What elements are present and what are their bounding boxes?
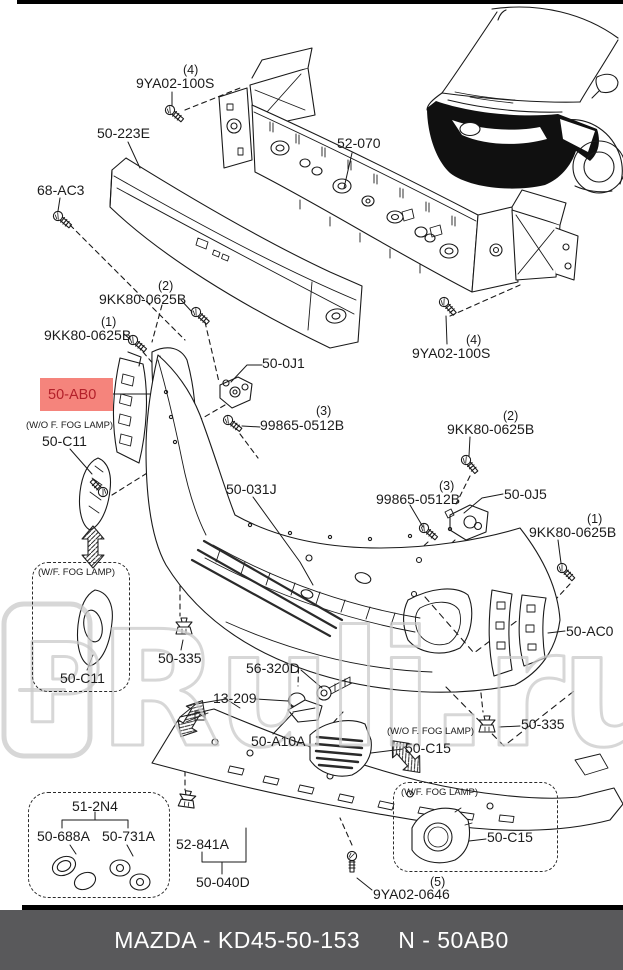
qty-9kk80-right-2: (2): [503, 409, 519, 423]
note-wo-fog-lamp-left: (W/O F. FOG LAMP): [26, 420, 114, 431]
note-wo-fog-lamp-right: (W/O F. FOG LAMP): [387, 726, 475, 737]
part-label-99865-left: 99865-0512B: [260, 417, 345, 433]
part-label-9ya02-100s-right: 9YA02-100S: [412, 345, 491, 361]
screw-9kk80-right-1: [554, 560, 578, 584]
part-label-68-ac3: 68-AC3: [37, 182, 85, 198]
part-label-50-0j1: 50-0J1: [262, 355, 305, 371]
part-label-50-031j: 50-031J: [226, 481, 277, 497]
part-label-9ya02-100s-left: 9YA02-100S: [136, 75, 215, 91]
sensor-50-0j5: [444, 504, 489, 541]
option-box-wf-fog-lamp-right: [393, 782, 558, 872]
part-label-52-841a: 52-841A: [176, 836, 229, 852]
qty-99865-left: (3): [316, 404, 332, 418]
part-label-9kk80-right-2: 9KK80-0625B: [447, 421, 535, 437]
part-label-50-335-left: 50-335: [158, 650, 202, 666]
watermark: P Ruli.ru: [1, 595, 623, 785]
qty-9ya02-0646: (5): [430, 875, 446, 889]
part-label-9kk80-left-2: 9KK80-0625B: [99, 291, 187, 307]
screw-9ya02-100s-right: [436, 294, 459, 318]
watermark-logo-box: [1, 601, 93, 759]
screw-9ya02-0646: [346, 850, 358, 873]
fog-bezel-50-c15-mid: [309, 720, 372, 777]
footer-bar: MAZDA - KD45-50-153 N - 50AB0: [0, 910, 623, 970]
part-label-50-335-right: 50-335: [521, 716, 565, 732]
qty-99865-right: (3): [439, 479, 455, 493]
part-label-50-688a: 50-688A: [37, 828, 90, 844]
ea-foam-50-223e: [109, 157, 363, 349]
part-label-13-209: 13-209: [213, 690, 257, 706]
part-label-50-0j5: 50-0J5: [504, 486, 547, 502]
car-illustration: [426, 6, 623, 194]
bolt-68-ac3: [50, 208, 74, 231]
footer-divider-line: [22, 905, 623, 910]
part-label-50-a10a: 50-A10A: [251, 733, 306, 749]
part-label-9ya02-0646: 9YA02-0646: [373, 886, 450, 902]
screw-9kk80-left-2: [188, 304, 212, 327]
sensor-50-0j1: [219, 376, 253, 409]
fog-bezel-50-c15-boxed: [411, 807, 473, 864]
impact-bar-52-070: [218, 47, 579, 293]
part-label-52-070: 52-070: [337, 135, 381, 151]
top-border-bar: [17, 0, 623, 4]
part-label-51-2n4: 51-2N4: [72, 798, 118, 814]
part-label-50-ac0: 50-AC0: [566, 623, 614, 639]
leader-lines: [57, 91, 566, 891]
qty-9ya02-100s-left: (4): [183, 63, 199, 77]
screw-9ya02-100s-left: [162, 102, 186, 125]
note-wf-fog-lamp-right: (W/F. FOG LAMP): [401, 787, 479, 798]
qty-9kk80-left-1: (1): [101, 315, 117, 329]
part-label-50-040d: 50-040D: [196, 874, 250, 890]
part-label-50-c15-boxed: 50-C15: [487, 829, 533, 845]
footer-catalog-number: MAZDA - KD45-50-153: [114, 926, 361, 953]
part-label-9kk80-left-1: 9KK80-0625B: [44, 327, 132, 343]
part-label-56-320d: 56-320D: [246, 660, 300, 676]
cover-50-a10a: [287, 699, 323, 723]
bracket-50-ac0: [488, 589, 547, 677]
note-wf-fog-lamp-left: (W/F. FOG LAMP): [38, 567, 116, 578]
qty-9kk80-right-1: (1): [587, 512, 603, 526]
part-label-50-c15-mid: 50-C15: [405, 740, 451, 756]
qty-9ya02-100s-right: (4): [466, 333, 482, 347]
clip-52-841a: [177, 789, 197, 809]
bracket-50-ab0: [112, 351, 148, 464]
screw-9kk80-right-2: [458, 452, 481, 476]
part-label-99865-right: 99865-0512B: [376, 491, 461, 507]
tow-hook-covers-51-2n4: [51, 855, 151, 891]
qty-9kk80-left-2: (2): [158, 279, 174, 293]
part-label-9kk80-right-1: 9KK80-0625B: [529, 524, 617, 540]
footer-part-code: N - 50AB0: [398, 926, 509, 953]
part-label-50-731a: 50-731A: [102, 828, 155, 844]
hook-bolt-56-320d: [316, 676, 353, 701]
screw-99865-right: [416, 520, 440, 543]
highlighted-part-label-50-ab0[interactable]: 50-AB0: [40, 378, 113, 411]
part-label-50-c11-boxed: 50-C11: [60, 670, 105, 686]
option-box-51-2n4: [28, 792, 170, 898]
bumper-cover-50-031j: [145, 354, 561, 693]
option-box-wf-fog-lamp-left: [32, 562, 130, 692]
watermark-text: Ruli.ru: [98, 596, 623, 783]
screw-99865-left: [220, 412, 244, 435]
part-label-50-c11-upper: 50-C11: [42, 433, 87, 449]
part-label-50-223e: 50-223E: [97, 125, 150, 141]
